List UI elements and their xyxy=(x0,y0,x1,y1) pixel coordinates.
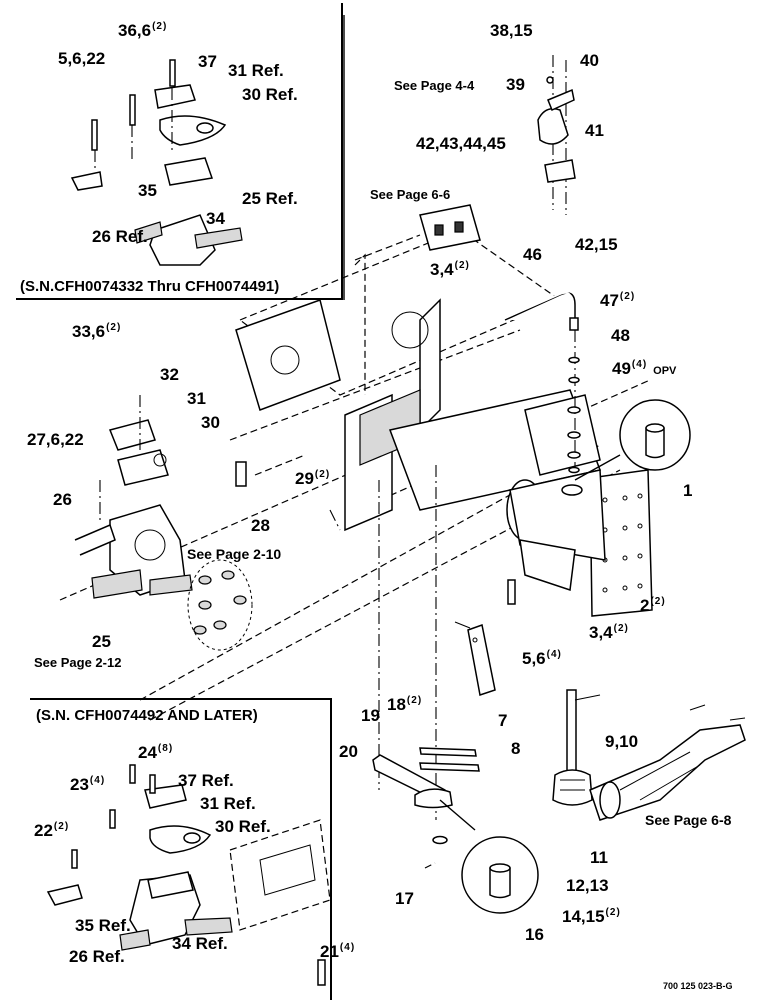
callout-27-6-22: 27,6,22 xyxy=(27,430,84,449)
callout-47: 47(2) xyxy=(600,292,635,309)
callout-31-ref-bottom: 31 Ref. xyxy=(200,794,256,813)
callout-qty: (2) xyxy=(605,907,621,919)
callout-text: 3,4 xyxy=(430,260,454,279)
callout-41: 41 xyxy=(585,121,604,140)
callout-qty: (4) xyxy=(546,649,562,661)
callout-3-4-bot: 3,4(2) xyxy=(589,624,629,641)
inset-bottom-caption: (S.N. CFH0074492 AND LATER) xyxy=(36,707,258,724)
callout-text: 22 xyxy=(34,821,53,840)
callout-qty: (2) xyxy=(406,695,423,707)
callout-40: 40 xyxy=(580,51,599,70)
callout-31-ref: 31 Ref. xyxy=(228,61,284,80)
callout-31: 31 xyxy=(187,389,206,408)
callout-text: 33,6 xyxy=(72,322,106,341)
callout-qty: (2) xyxy=(314,469,331,481)
callout-33-6: 33,6(2) xyxy=(72,323,121,340)
callout-26-ref: 26 Ref. xyxy=(92,227,148,246)
callout-11: 11 xyxy=(590,848,608,867)
callout-48: 48 xyxy=(611,326,630,345)
callout-qty: (4) xyxy=(339,942,356,954)
callout-42-15: 42,15 xyxy=(575,235,618,254)
see-page-2-10: See Page 2-10 xyxy=(187,546,282,562)
callout-text: 2 xyxy=(640,596,650,615)
callout-5-6: 5,6(4) xyxy=(522,650,562,667)
callout-30-ref-bottom: 30 Ref. xyxy=(215,817,271,836)
callout-qty: (4) xyxy=(631,359,648,371)
callout-text: 14,15 xyxy=(562,907,605,926)
callout-7: 7 xyxy=(498,711,508,730)
callout-8: 8 xyxy=(511,739,521,758)
callout-2: 2(2) xyxy=(640,597,666,614)
callout-22: 22(2) xyxy=(34,822,69,839)
callout-30: 30 xyxy=(201,413,220,432)
callout-text: 18 xyxy=(387,695,406,714)
callout-qty: (4) xyxy=(89,775,106,787)
callout-26: 26 xyxy=(53,490,72,509)
callout-23: 23(4) xyxy=(70,776,105,793)
callout-28: 28 xyxy=(251,516,270,535)
callout-32: 32 xyxy=(160,365,179,384)
callout-34: 34 xyxy=(206,209,225,228)
callout-12-13: 12,13 xyxy=(566,876,609,895)
see-page-6-8: See Page 6-8 xyxy=(645,812,732,828)
callout-35: 35 xyxy=(138,181,157,200)
callout-qty: (2) xyxy=(106,322,122,334)
inset-top-border xyxy=(16,3,343,300)
callout-text: 36,6 xyxy=(118,21,152,40)
callout-qty: (2) xyxy=(619,291,636,303)
callout-21: 21(4) xyxy=(320,943,355,960)
see-page-4-4: See Page 4-4 xyxy=(394,78,475,93)
callout-18: 18(2) xyxy=(387,696,422,713)
callout-text: 21 xyxy=(320,942,339,961)
callout-qty: (2) xyxy=(152,21,168,33)
callout-qty: (2) xyxy=(613,623,629,635)
callout-42-45: 42,43,44,45 xyxy=(416,134,506,153)
see-page-6-6: See Page 6-6 xyxy=(370,187,451,202)
callout-26-ref-bottom: 26 Ref. xyxy=(69,947,125,966)
callout-49: 49(4) OPV xyxy=(612,360,676,377)
callout-30-ref: 30 Ref. xyxy=(242,85,298,104)
callout-text: 47 xyxy=(600,291,619,310)
callout-1: 1 xyxy=(683,481,693,500)
callout-3-4-top: 3,4(2) xyxy=(430,261,470,278)
callout-37-ref: 37 Ref. xyxy=(178,771,234,790)
callout-29: 29(2) xyxy=(295,470,330,487)
callout-qty: (8) xyxy=(157,743,174,755)
callout-note: OPV xyxy=(653,365,677,377)
callout-34-ref: 34 Ref. xyxy=(172,934,228,953)
callout-qty: (2) xyxy=(650,596,666,608)
callout-16: 16 xyxy=(525,925,544,944)
callout-text: 29 xyxy=(295,469,314,488)
callout-24: 24(8) xyxy=(138,744,173,761)
callout-38-15: 38,15 xyxy=(490,21,533,40)
callout-19: 19 xyxy=(361,706,380,725)
callout-25-ref: 25 Ref. xyxy=(242,189,298,208)
callout-5-6-22: 5,6,22 xyxy=(58,49,106,68)
callout-9-10: 9,10 xyxy=(605,732,639,751)
see-page-2-12: See Page 2-12 xyxy=(34,655,122,670)
callout-39: 39 xyxy=(506,75,525,94)
callout-text: 5,6 xyxy=(522,649,546,668)
callout-14-15: 14,15(2) xyxy=(562,908,621,925)
callout-text: 3,4 xyxy=(589,623,613,642)
inset-bottom-border xyxy=(30,698,332,1000)
callout-qty: (2) xyxy=(53,821,70,833)
figure-number: 700 125 023-B-G xyxy=(663,981,733,991)
callout-text: 49 xyxy=(612,359,631,378)
callout-text: 23 xyxy=(70,775,89,794)
inset-top-caption: (S.N.CFH0074332 Thru CFH0074491) xyxy=(20,278,280,295)
callout-25: 25 xyxy=(92,632,111,651)
callout-46: 46 xyxy=(523,245,542,264)
callout-35-ref: 35 Ref. xyxy=(75,916,131,935)
callout-36-6: 36,6(2) xyxy=(118,22,167,39)
callout-text: 24 xyxy=(138,743,157,762)
callout-qty: (2) xyxy=(454,260,470,272)
callout-17: 17 xyxy=(395,889,414,908)
callout-37: 37 xyxy=(198,52,217,71)
callout-20: 20 xyxy=(339,742,358,761)
